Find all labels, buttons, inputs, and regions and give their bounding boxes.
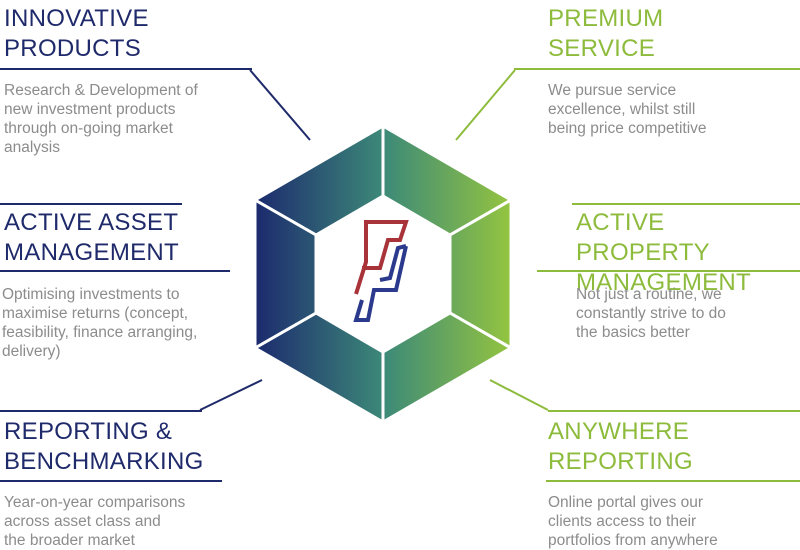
reporting-top-divider <box>0 410 202 412</box>
section-anywhere-reporting: ANYWHERE REPORTING <box>548 417 788 477</box>
asset-top-divider <box>0 203 182 205</box>
title-line-1: ACTIVE PROPERTY <box>576 209 710 266</box>
anywhere-divider <box>546 480 800 482</box>
company-logo <box>353 220 409 322</box>
active-asset-management-title: ACTIVE ASSET MANAGEMENT <box>4 208 244 268</box>
premium-service-title: PREMIUM SERVICE <box>548 4 788 64</box>
desc-line-4: analysis <box>4 139 60 156</box>
desc-line-4: delivery) <box>2 343 61 360</box>
active-property-management-title: ACTIVE PROPERTY MANAGEMENT <box>576 208 800 298</box>
connector-premium <box>455 69 516 141</box>
title-line-2: PRODUCTS <box>4 35 142 62</box>
innovative-divider <box>0 68 252 70</box>
title-line-1: INNOVATIVE <box>4 5 149 32</box>
anywhere-reporting-title: ANYWHERE REPORTING <box>548 417 788 477</box>
title-line-1: PREMIUM <box>548 5 664 32</box>
title-line-2: SERVICE <box>548 35 656 62</box>
section-innovative-products: INNOVATIVE PRODUCTS <box>4 4 254 64</box>
innovative-products-description: Research & Development of new investment… <box>4 81 254 157</box>
desc-line-1: Optimising investments to <box>2 286 180 303</box>
desc-line-1: Online portal gives our <box>548 494 704 511</box>
desc-line-2: across asset class and <box>4 513 161 530</box>
asset-divider <box>0 270 230 272</box>
active-asset-management-description: Optimising investments to maximise retur… <box>2 285 252 361</box>
desc-line-3: the broader market <box>4 532 135 549</box>
desc-line-3: portfolios from anywhere <box>548 532 718 549</box>
desc-line-1: Year-on-year comparisons <box>4 494 186 511</box>
desc-line-2: new investment products <box>4 101 176 118</box>
property-divider <box>537 270 800 272</box>
innovative-products-title: INNOVATIVE PRODUCTS <box>4 4 254 64</box>
desc-line-3: being price competitive <box>548 120 707 137</box>
title-line-1: ACTIVE ASSET <box>4 209 179 236</box>
desc-line-3: the basics better <box>576 324 690 341</box>
title-line-2: BENCHMARKING <box>4 448 204 475</box>
title-line-1: REPORTING & <box>4 418 173 445</box>
desc-line-3: feasibility, finance arranging, <box>2 324 198 341</box>
hexagon-ring <box>251 123 515 425</box>
section-premium-service: PREMIUM SERVICE <box>548 4 788 64</box>
section-active-asset-management: ACTIVE ASSET MANAGEMENT <box>4 208 244 268</box>
title-line-1: ANYWHERE <box>548 418 690 445</box>
title-line-2: REPORTING <box>548 448 693 475</box>
section-reporting-benchmarking: REPORTING & BENCHMARKING <box>4 417 244 477</box>
desc-line-2: clients access to their <box>548 513 697 530</box>
desc-line-2: maximise returns (concept, <box>2 305 189 322</box>
desc-line-1: We pursue service <box>548 82 677 99</box>
reporting-benchmarking-title: REPORTING & BENCHMARKING <box>4 417 244 477</box>
reporting-divider <box>0 480 222 482</box>
logo-blue-stroke <box>353 244 408 322</box>
active-property-management-description: Not just a routine, we constantly strive… <box>576 285 800 342</box>
logo-red-stroke <box>354 220 409 295</box>
hex-segment-left <box>253 197 318 351</box>
desc-line-2: constantly strive to do <box>576 305 726 322</box>
connector-innovative <box>249 69 311 141</box>
title-line-2: MANAGEMENT <box>4 239 180 266</box>
property-top-divider <box>572 203 800 205</box>
premium-divider <box>514 68 800 70</box>
reporting-benchmarking-description: Year-on-year comparisons across asset cl… <box>4 493 254 550</box>
desc-line-1: Research & Development of <box>4 82 198 99</box>
title-line-2: MANAGEMENT <box>576 269 752 296</box>
desc-line-3: through on-going market <box>4 120 173 137</box>
section-active-property-management: ACTIVE PROPERTY MANAGEMENT <box>576 208 800 298</box>
premium-service-description: We pursue service excellence, whilst sti… <box>548 81 788 138</box>
anywhere-top-divider <box>548 410 800 412</box>
connector-reporting <box>199 379 263 411</box>
connector-anywhere <box>489 379 549 411</box>
desc-line-1: Not just a routine, we <box>576 286 722 303</box>
anywhere-reporting-description: Online portal gives our clients access t… <box>548 493 798 550</box>
desc-line-2: excellence, whilst still <box>548 101 696 118</box>
